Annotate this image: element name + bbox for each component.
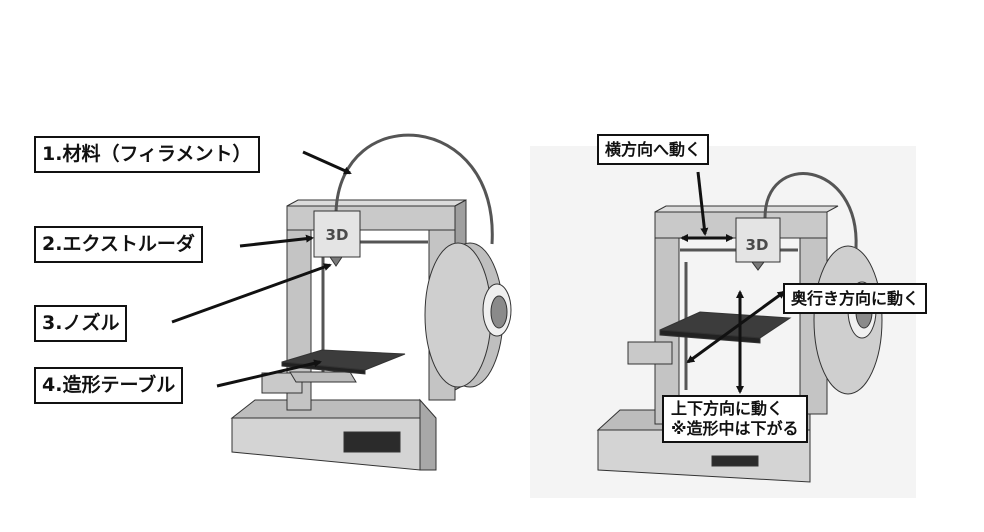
extruder-head-right bbox=[735, 217, 781, 263]
label-build-table: 4.造形テーブル bbox=[34, 367, 184, 404]
head-badge-left: 3D bbox=[326, 226, 349, 244]
nozzle-right bbox=[751, 261, 765, 271]
frame-top-edge-right bbox=[654, 205, 839, 213]
leader-nozzle bbox=[171, 263, 332, 324]
frame-top-left bbox=[286, 205, 456, 231]
label-depth-motion: 奥行き方向に動く bbox=[783, 283, 928, 314]
label-nozzle: 3.ノズル bbox=[34, 305, 128, 342]
display-panel-left bbox=[343, 431, 401, 453]
nozzle-left bbox=[329, 256, 343, 267]
spool-hole-left bbox=[490, 295, 508, 329]
label-vertical-motion: 上下方向に動く ※造形中は下がる bbox=[662, 395, 808, 443]
table-carriage-right bbox=[627, 341, 673, 365]
table-carriage-left bbox=[261, 372, 303, 394]
label-vertical-line1: 上下方向に動く bbox=[671, 399, 784, 418]
display-panel-right bbox=[711, 455, 759, 467]
label-horizontal-motion: 横方向へ動く bbox=[597, 134, 710, 165]
table-bracket-left bbox=[289, 371, 357, 383]
base-top-left bbox=[230, 399, 421, 419]
base-side-left bbox=[419, 398, 437, 471]
leader-horizontal bbox=[696, 171, 709, 236]
label-filament: 1.材料（フィラメント） bbox=[34, 136, 260, 173]
leader-filament bbox=[302, 150, 352, 175]
motion-arrows bbox=[680, 171, 786, 394]
printer-left bbox=[230, 133, 512, 471]
leader-extruder bbox=[239, 234, 314, 248]
extruder-head-left bbox=[313, 210, 361, 258]
leader-table bbox=[216, 359, 322, 388]
filament-right bbox=[763, 172, 858, 249]
head-badge-right: 3D bbox=[746, 236, 769, 254]
label-vertical-line2: ※造形中は下がる bbox=[671, 419, 799, 438]
spool-left bbox=[424, 242, 492, 388]
leaders-left bbox=[171, 150, 352, 388]
frame-top-edge-left bbox=[286, 199, 467, 207]
label-extruder: 2.エクストルーダ bbox=[34, 226, 203, 263]
